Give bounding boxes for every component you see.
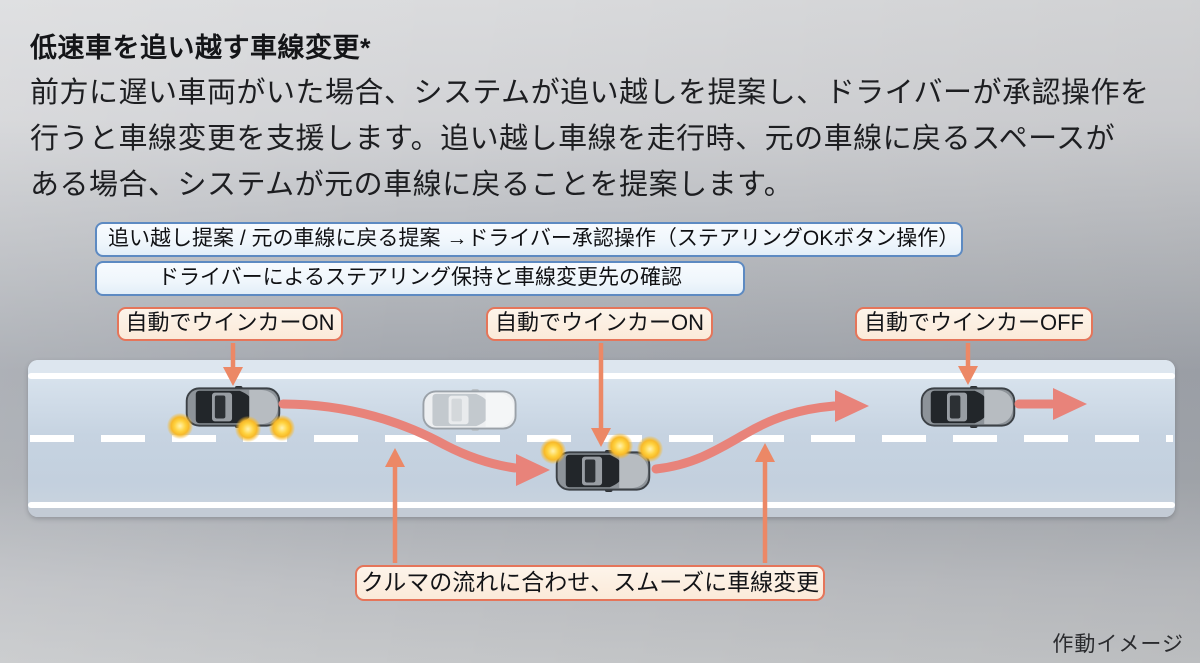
footnote-operation-image: 作動イメージ xyxy=(1052,633,1184,656)
turn-signal-glow-icon xyxy=(607,433,633,459)
ego-car-overtaking-icon xyxy=(555,450,651,492)
ego-car-returned-icon xyxy=(920,386,1016,428)
feature-description: 前方に遅い車両がいた場合、システムが追い越しを提案し、ドライバーが承認操作を 行… xyxy=(30,70,1190,208)
road-shoulder-bottom xyxy=(28,508,1175,517)
description-line-1: 前方に遅い車両がいた場合、システムが追い越しを提案し、ドライバーが承認操作を xyxy=(30,77,1150,109)
turn-signal-glow-icon xyxy=(540,438,566,464)
road-edge-line-bottom xyxy=(28,502,1175,508)
road-center-dashed-line xyxy=(30,435,1173,442)
callout-blinker-off: 自動でウインカーOFF xyxy=(855,307,1093,341)
callout-blinker-on-2: 自動でウインカーON xyxy=(486,307,713,341)
description-line-3: ある場合、システムが元の車線に戻ることを提案します。 xyxy=(30,169,794,201)
slow-car-ahead-icon xyxy=(422,389,517,431)
ego-car-start-icon xyxy=(185,386,281,428)
road-illustration xyxy=(28,360,1175,517)
feature-title: 低速車を追い越す車線変更* xyxy=(30,33,372,63)
turn-signal-glow-icon xyxy=(637,436,663,462)
road-edge-line-top xyxy=(28,373,1175,379)
turn-signal-glow-icon xyxy=(269,415,295,441)
road-shoulder-top xyxy=(28,360,1175,373)
turn-signal-glow-icon xyxy=(167,413,193,439)
flow-step-proposal-box: 追い越し提案 / 元の車線に戻る提案 →ドライバー承認操作（ステアリングOKボタ… xyxy=(95,222,963,257)
description-line-2: 行うと車線変更を支援します。追い越し車線を走行時、元の車線に戻るスペースが xyxy=(30,123,1116,155)
turn-signal-glow-icon xyxy=(235,416,261,442)
flow-step-confirmation-box: ドライバーによるステアリング保持と車線変更先の確認 xyxy=(95,261,745,296)
callout-blinker-on-1: 自動でウインカーON xyxy=(117,307,343,341)
callout-smooth-lane-change: クルマの流れに合わせ、スムーズに車線変更 xyxy=(355,565,825,601)
